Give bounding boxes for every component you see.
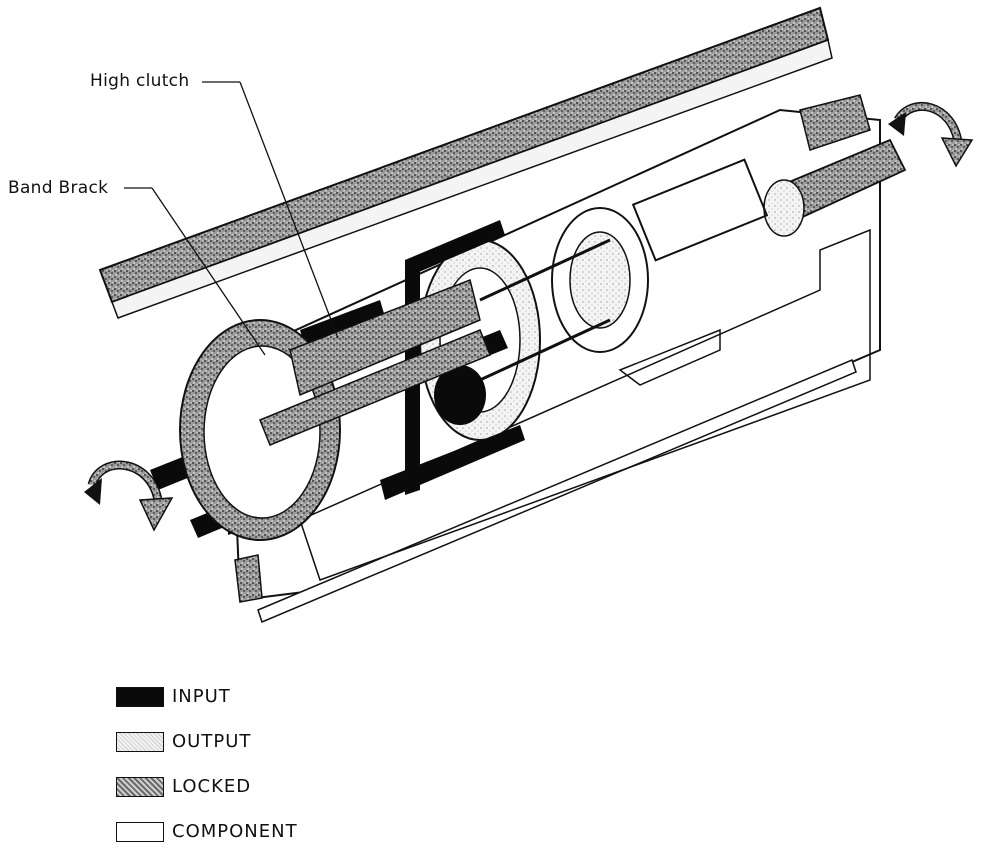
rotation-arrow-icon bbox=[84, 460, 174, 532]
legend-item-locked: LOCKED bbox=[116, 764, 476, 809]
legend: INPUT OUTPUT LOCKED COMPONENT bbox=[116, 674, 476, 854]
legend-swatch-locked bbox=[116, 776, 164, 797]
band-brake-label: Band Brack bbox=[8, 178, 109, 198]
legend-item-input: INPUT bbox=[116, 674, 476, 719]
legend-item-component: COMPONENT bbox=[116, 809, 476, 854]
high-clutch-label: High clutch bbox=[90, 71, 190, 91]
upper-housing-plate bbox=[98, 6, 833, 319]
legend-label-component: COMPONENT bbox=[172, 821, 298, 842]
legend-label-input: INPUT bbox=[172, 686, 231, 707]
legend-item-output: OUTPUT bbox=[116, 719, 476, 764]
high-clutch-leader bbox=[202, 81, 339, 339]
legend-label-locked: LOCKED bbox=[172, 776, 252, 797]
output-shaft bbox=[763, 94, 907, 237]
band-brake-leader bbox=[124, 187, 266, 356]
legend-swatch-component bbox=[116, 821, 164, 842]
legend-swatch-input bbox=[116, 686, 164, 707]
legend-swatch-output bbox=[116, 731, 164, 752]
rotation-arrow-icon bbox=[888, 101, 974, 168]
legend-label-output: OUTPUT bbox=[172, 731, 252, 752]
input-shaft bbox=[259, 278, 491, 446]
